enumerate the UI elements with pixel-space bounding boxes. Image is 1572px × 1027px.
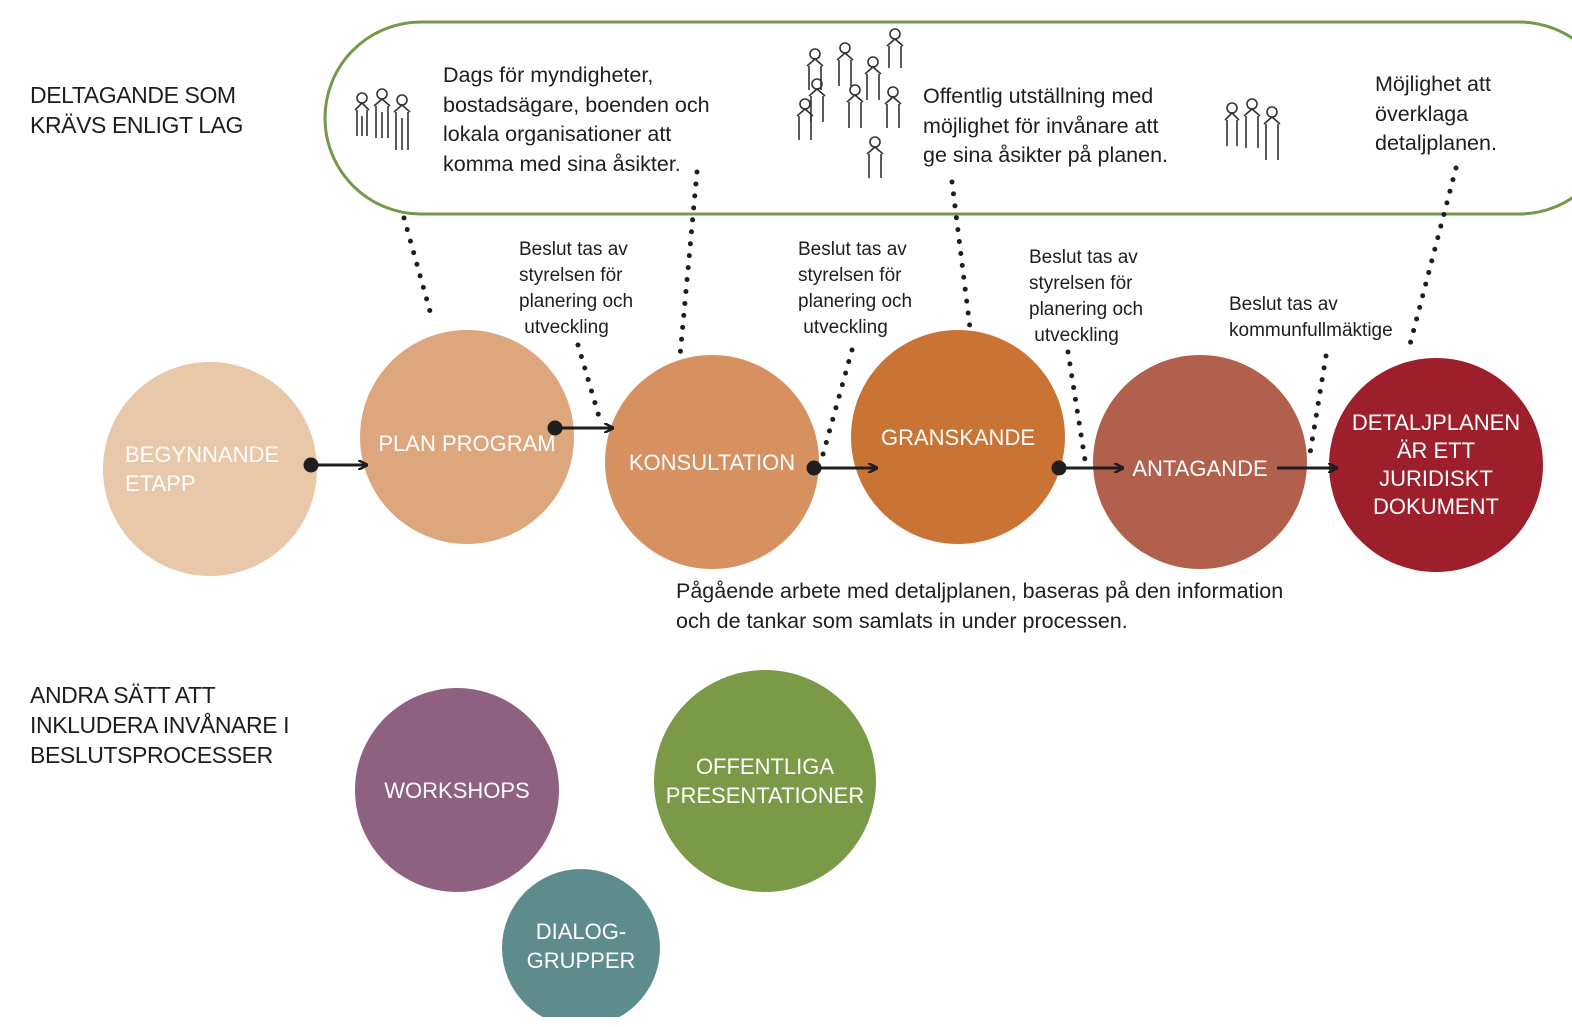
connector-decision-2 bbox=[819, 347, 855, 461]
decision-note-3: Beslut tas av styrelsen för planering oc… bbox=[1029, 247, 1144, 346]
decision-note-4: Beslut tas av kommunfullmäktige bbox=[1229, 294, 1393, 341]
appeal-note: Möjlighet att överklaga detaljplanen. bbox=[1375, 72, 1497, 155]
method-label-workshops: WORKSHOPS bbox=[384, 777, 530, 803]
stage-label-begynnande: BEGYNNANDE ETAPP bbox=[125, 442, 280, 496]
consultation-note: Dags för myndigheter, bostadsägare, boen… bbox=[443, 63, 710, 176]
stage-circle-konsultation bbox=[605, 355, 819, 569]
connector-decision-1 bbox=[575, 342, 603, 423]
connector-decision-3 bbox=[1065, 349, 1088, 463]
dotted-connectors bbox=[401, 165, 1459, 463]
connector-plan-program bbox=[401, 215, 436, 325]
people-group-appeal-icon bbox=[1224, 98, 1281, 160]
stage-circle-detaljplan bbox=[1329, 358, 1543, 572]
stage-arrows bbox=[303, 420, 1336, 476]
people-crowd-exhibition-icon bbox=[796, 28, 904, 178]
stage-label-konsultation: KONSULTATION bbox=[628, 449, 796, 475]
connector-decision-4 bbox=[1306, 353, 1329, 463]
method-label-dialoggrupper: DIALOG- GRUPPER bbox=[526, 919, 636, 973]
stage-label-detaljplan: DETALJPLANEN ÄR ETT JURIDISKT DOKUMENT bbox=[1351, 410, 1521, 519]
stage-label-plan-program: PLAN PROGRAM bbox=[378, 430, 556, 456]
decision-note-2: Beslut tas av styrelsen för planering oc… bbox=[798, 239, 913, 338]
method-circle-workshops bbox=[355, 688, 559, 892]
connector-detaljplan bbox=[1405, 165, 1459, 355]
stage-circle-plan-program bbox=[360, 330, 574, 544]
exhibition-note: Offentlig utställning med möjlighet för … bbox=[923, 84, 1169, 167]
stage-circle-antagande bbox=[1093, 355, 1307, 569]
stage-circle-granskande bbox=[851, 330, 1065, 544]
ongoing-work-note: Pågående arbete med detaljplanen, basera… bbox=[676, 579, 1284, 633]
stage-circle-begynnande bbox=[103, 362, 317, 576]
participation-bubble bbox=[323, 20, 1572, 216]
legal-participation-heading: DELTAGANDE SOM KRÄVS ENLIGT LAG bbox=[30, 82, 244, 138]
decision-note-1: Beslut tas av styrelsen för planering oc… bbox=[519, 239, 634, 338]
method-circle-presentationer bbox=[654, 670, 876, 892]
people-group-consultation-icon bbox=[354, 88, 411, 150]
stage-label-granskande: GRANSKANDE bbox=[880, 424, 1036, 450]
method-circle-dialoggrupper bbox=[502, 869, 660, 1017]
connector-konsultation bbox=[677, 169, 700, 359]
people-icon bbox=[354, 28, 1281, 178]
other-methods-heading: ANDRA SÄTT ATT INKLUDERA INVÅNARE I BESL… bbox=[30, 682, 290, 768]
method-label-presentationer: OFFENTLIGA PRESENTATIONER bbox=[665, 754, 865, 808]
stage-label-antagande: ANTAGANDE bbox=[1132, 455, 1268, 481]
connector-granskande bbox=[949, 179, 973, 331]
